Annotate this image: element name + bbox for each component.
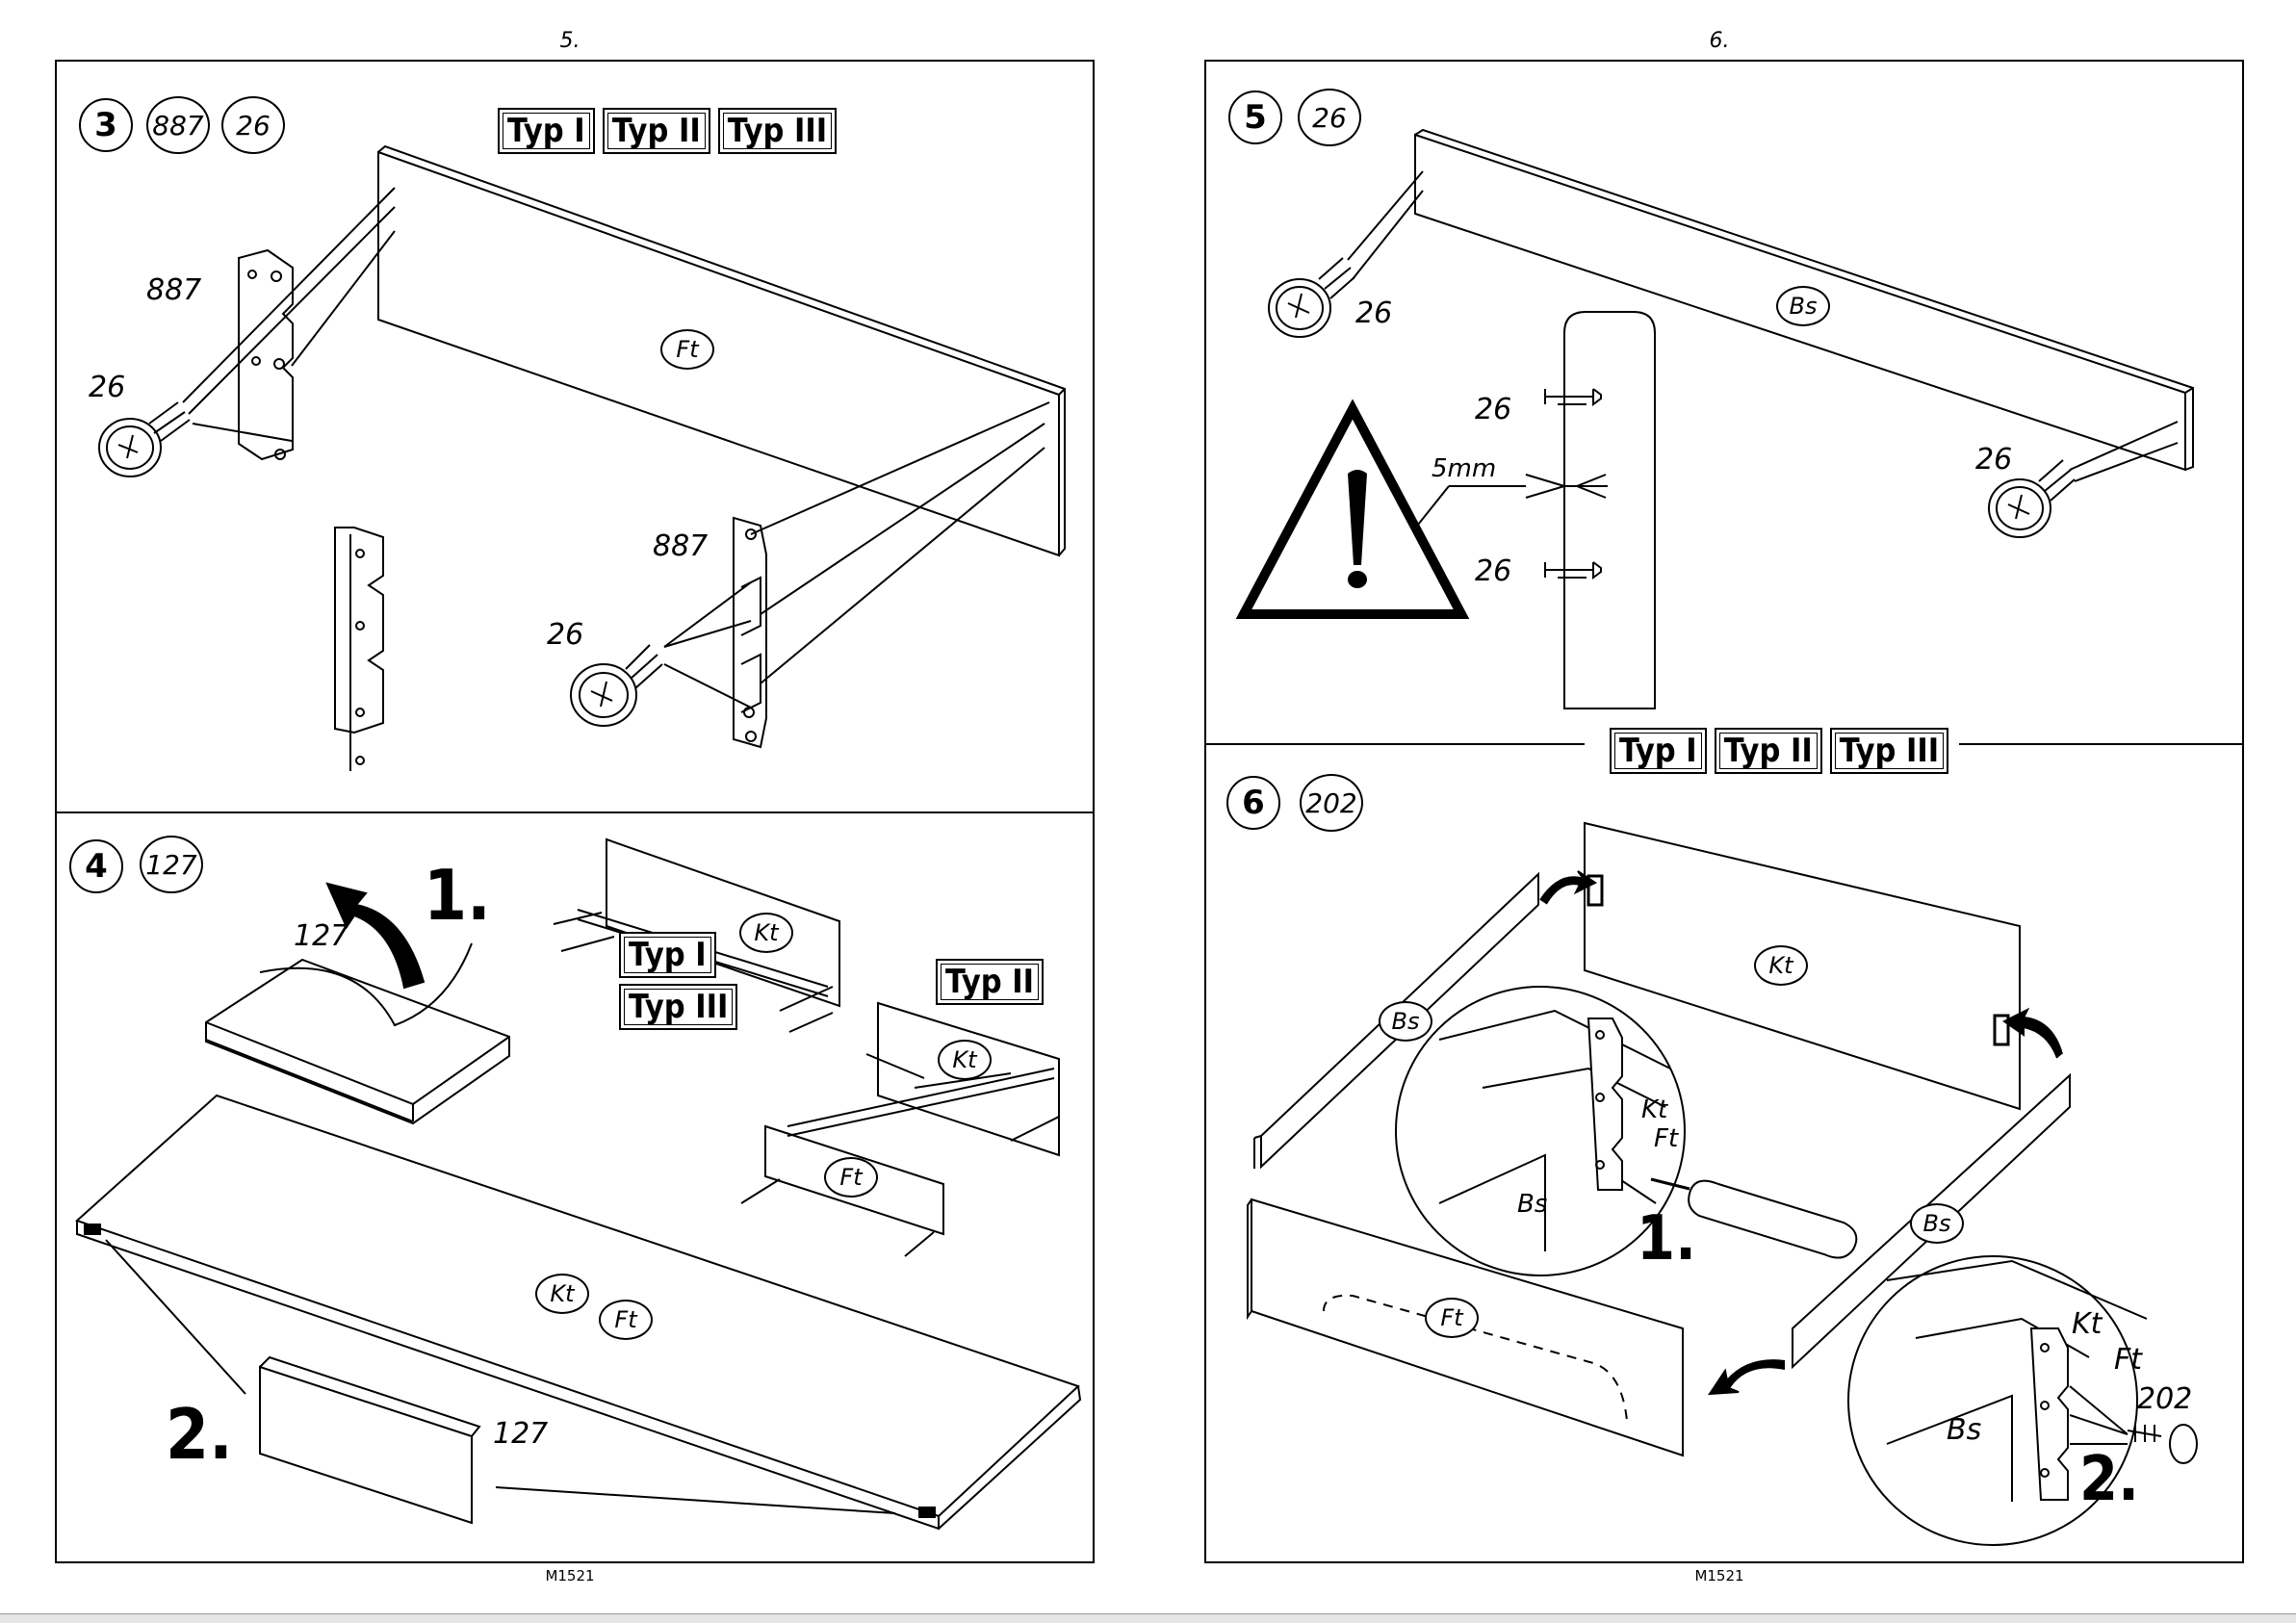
step5-screw-left (1269, 258, 1354, 337)
step3-26-right: 26 (547, 618, 583, 652)
step6-type-labels: Typ I Typ II Typ III (1610, 728, 1948, 774)
typ-i-label: Typ I (498, 108, 595, 154)
typ-ii-label: Typ II (1715, 728, 1822, 774)
step4-type-ii: Typ II (936, 959, 1044, 1005)
step6-bs-right: Bs (1910, 1203, 1964, 1244)
step4-kt-large: Kt (938, 1040, 992, 1080)
step5-26-detail-top: 26 (1475, 393, 1511, 426)
step-3-number: 3 (79, 98, 133, 152)
typ-i-label: Typ I (1610, 728, 1707, 774)
step4-part-127: 127 (140, 836, 203, 893)
step4-type-i: Typ I (619, 932, 716, 978)
step6-detail2-ft: Ft (2114, 1343, 2142, 1377)
step4-type-iii: Typ III (619, 984, 737, 1030)
footer-code-right: M1521 (1694, 1567, 1743, 1584)
step3-887-left: 887 (146, 273, 201, 307)
step4-ft-large: Ft (824, 1157, 878, 1198)
typ-ii-label: Typ II (603, 108, 710, 154)
step5-detail-board (1410, 312, 1655, 708)
step6-detail1-kt: Kt (1641, 1095, 1667, 1124)
step6-bs-left: Bs (1379, 1001, 1432, 1042)
step5-gap-label: 5mm (1432, 454, 1496, 483)
step5-26-detail-bottom: 26 (1475, 554, 1511, 588)
typ-iii-label: Typ III (1830, 728, 1948, 774)
step3-bracket-right (734, 518, 766, 747)
step-6-number: 6 (1226, 776, 1280, 830)
step6-big-2: 2. (2079, 1444, 2139, 1515)
step3-part-26: 26 (221, 96, 285, 154)
step4-big-2: 2. (166, 1394, 233, 1475)
step3-887-right: 887 (653, 529, 708, 563)
step4-pad-bottom (260, 1357, 479, 1523)
step4-big-1: 1. (424, 855, 491, 936)
step3-part-887: 887 (146, 96, 210, 154)
step4-drawer-large (741, 1003, 1059, 1256)
step4-127-bottom: 127 (493, 1417, 548, 1451)
step-5-number: 5 (1228, 90, 1282, 144)
step3-screw-right (571, 645, 662, 726)
step4-ft-board: Ft (599, 1300, 653, 1340)
step4-pad-top (206, 943, 509, 1123)
step5-26-left: 26 (1355, 296, 1392, 330)
footer-code-left: M1521 (545, 1567, 594, 1584)
step5-bs-label: Bs (1776, 286, 1830, 326)
step-4-number: 4 (69, 839, 123, 893)
step4-kt-board: Kt (535, 1274, 589, 1314)
step6-detail2-bs: Bs (1947, 1413, 1981, 1447)
step6-detail2-kt: Kt (2072, 1307, 2102, 1341)
step6-ft-front: Ft (1425, 1298, 1479, 1338)
step3-ft-label: Ft (660, 329, 714, 370)
typ-iii-label: Typ III (718, 108, 837, 154)
step6-big-1: 1. (1637, 1203, 1696, 1275)
typ-ii-label: Typ II (936, 959, 1044, 1005)
typ-i-label: Typ I (619, 932, 716, 978)
step6-detail1-bs: Bs (1517, 1190, 1547, 1219)
step3-front-panel (378, 146, 1065, 555)
step4-kt-small: Kt (739, 913, 793, 953)
step3-type-labels: Typ I Typ II Typ III (498, 108, 837, 154)
step6-202-label: 202 (2137, 1382, 2192, 1416)
step4-127-top: 127 (294, 919, 348, 953)
step6-detail1-ft: Ft (1654, 1124, 1678, 1153)
step5-part-26: 26 (1298, 89, 1361, 146)
step6-part-202: 202 (1300, 774, 1363, 832)
step6-kt-back: Kt (1754, 945, 1808, 986)
step3-screw-left (99, 402, 190, 477)
step3-26-left: 26 (89, 371, 125, 404)
step3-bracket-middle (335, 528, 383, 771)
step5-26-right: 26 (1975, 443, 2012, 477)
typ-iii-label: Typ III (619, 984, 737, 1030)
